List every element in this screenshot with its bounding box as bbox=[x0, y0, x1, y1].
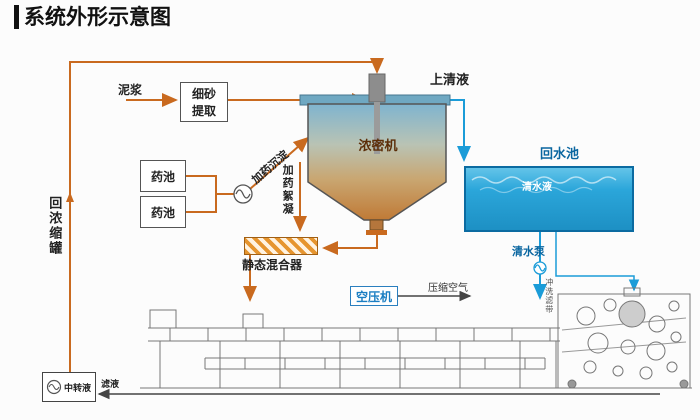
return-water-pool bbox=[464, 166, 634, 232]
air-compressor-box: 空压机 bbox=[350, 286, 398, 306]
water-wave-icon bbox=[471, 176, 617, 194]
dosing-floc-label: 加药絮凝 bbox=[281, 164, 295, 216]
return-to-thickener-label: 回浓缩罐 bbox=[46, 196, 62, 256]
filtrate-label: 滤液 bbox=[101, 380, 120, 390]
agitator-shaft-icon bbox=[374, 102, 380, 154]
belt-filter-press bbox=[140, 287, 692, 389]
clear-water-pump-icon bbox=[533, 261, 547, 275]
chemical-pool-box-1: 药池 bbox=[140, 160, 186, 192]
dosing-pump-icon bbox=[233, 184, 253, 204]
belt-wash-label: 冲洗滤带 bbox=[544, 278, 554, 314]
supernatant-label: 上清液 bbox=[430, 73, 470, 88]
chemical-pool-label-1: 药池 bbox=[150, 169, 175, 184]
clear-water-pump-label: 清水泵 bbox=[512, 245, 545, 258]
transfer-pump-icon bbox=[46, 379, 62, 395]
clear-water-label: 清水液 bbox=[522, 182, 552, 193]
sand-extractor-box: 细砂提取 bbox=[180, 82, 228, 122]
roller-section bbox=[557, 287, 691, 389]
chemical-pool-box-2: 药池 bbox=[140, 196, 186, 228]
thickener-tank bbox=[299, 73, 451, 235]
mud-label: 泥浆 bbox=[118, 83, 143, 97]
transfer-tank-label: 中转液 bbox=[64, 383, 92, 394]
agitator-motor-icon bbox=[368, 73, 386, 103]
thickener-label: 浓密机 bbox=[358, 139, 398, 154]
slurry-flow-lines bbox=[69, 58, 384, 372]
transfer-tank-box: 中转液 bbox=[42, 372, 96, 402]
deck-box bbox=[242, 313, 264, 329]
return-pool-label: 回水池 bbox=[540, 147, 580, 162]
page-title: 系统外形示意图 bbox=[14, 5, 171, 30]
air-compressor-label: 空压机 bbox=[355, 289, 392, 304]
static-mixer-element bbox=[244, 237, 318, 255]
chemical-pool-label-2: 药池 bbox=[150, 205, 175, 220]
static-mixer-label: 静态混合器 bbox=[242, 258, 303, 272]
riser-up-arrow bbox=[66, 192, 74, 202]
sand-extractor-label: 细砂提取 bbox=[191, 87, 216, 118]
compressed-air-label: 压缩空气 bbox=[428, 283, 468, 294]
feed-hopper bbox=[149, 309, 177, 329]
